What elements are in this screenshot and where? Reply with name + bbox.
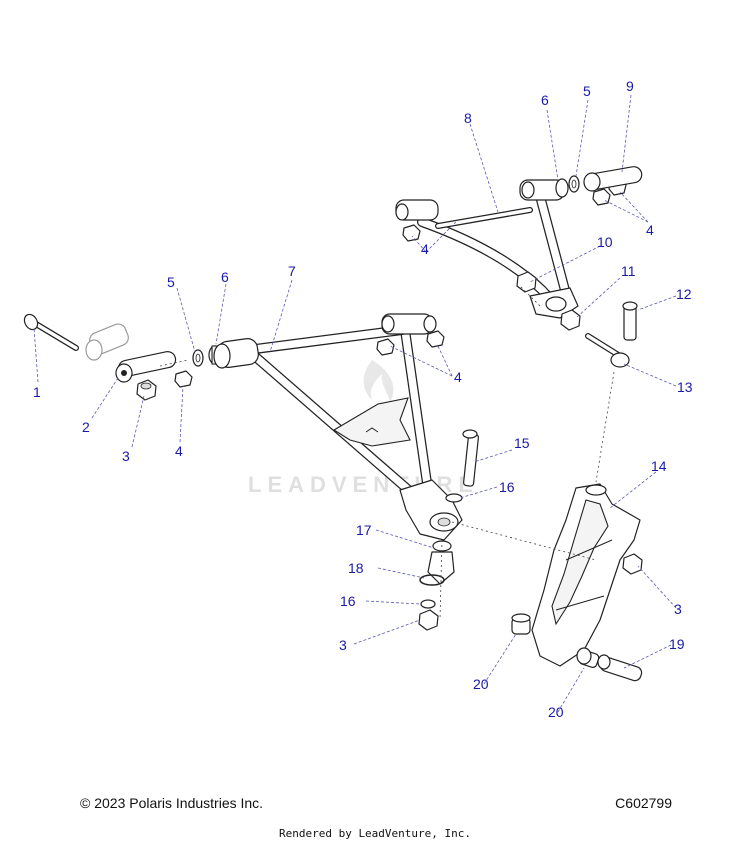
callout-4-upper-right: 4 [646, 222, 654, 238]
part-2-pivot-shaft [115, 351, 177, 383]
callout-15: 15 [514, 435, 530, 451]
rendered-by-text: Rendered by LeadVenture, Inc. [278, 827, 472, 840]
part-4-cap-left [174, 370, 193, 388]
part-18-snap-ring [419, 574, 445, 586]
part-17-ball-joint [427, 540, 455, 585]
callout-3-lower: 3 [339, 637, 347, 653]
part-9-pivot-shaft-upper [583, 166, 643, 192]
part-3-nut-left [136, 379, 157, 401]
callout-3: 3 [122, 448, 130, 464]
callout-2: 2 [82, 419, 90, 435]
part-20-bushing-right [576, 647, 600, 668]
callout-7: 7 [288, 263, 296, 279]
callout-labels: 1 2 3 4 5 6 7 4 8 6 5 9 4 4 10 11 12 13 … [33, 78, 693, 720]
callout-3-spindle: 3 [674, 601, 682, 617]
callout-19: 19 [669, 636, 685, 652]
part-3-nut-spindle [622, 553, 643, 575]
callout-1: 1 [33, 384, 41, 400]
callout-8: 8 [464, 110, 472, 126]
part-3-nut-lower [418, 609, 439, 631]
part-1-bolt [23, 313, 79, 351]
part-6-bushing-upper [555, 178, 569, 198]
callout-4: 4 [175, 443, 183, 459]
callout-6: 6 [221, 269, 229, 285]
callout-20-left: 20 [473, 676, 489, 692]
callout-12: 12 [676, 286, 692, 302]
part-19-pin [597, 654, 643, 682]
callout-11: 11 [621, 263, 636, 279]
part-12-bolt [622, 301, 638, 341]
callout-4-lower-rear: 4 [454, 369, 462, 385]
part-5-washer-upper [568, 175, 580, 193]
part-faded-bushing [85, 323, 129, 361]
part-20-bushing-left [511, 613, 531, 635]
callout-17: 17 [356, 522, 372, 538]
diagram-code: C602799 [615, 795, 672, 811]
callout-20-right: 20 [548, 704, 564, 720]
part-5-washer-left [192, 349, 204, 367]
callout-5-upper: 5 [583, 83, 591, 99]
callout-4-upper-left: 4 [421, 241, 429, 257]
part-7-lower-a-arm [213, 313, 463, 541]
part-4-cap-upper-left [402, 224, 421, 242]
callout-6-upper: 6 [541, 92, 549, 108]
part-15-bolt [462, 429, 479, 487]
callout-16-upper: 16 [499, 479, 515, 495]
part-11-nut [560, 309, 581, 331]
callout-9: 9 [626, 78, 634, 94]
part-16-washer-upper [445, 493, 463, 503]
callout-14: 14 [651, 458, 667, 474]
part-16-washer-lower [420, 599, 436, 609]
part-14-spindle [531, 483, 641, 667]
part-10-nut [516, 271, 537, 293]
part-4-cap-lower-rear-1 [376, 338, 395, 356]
part-4-cap-lower-rear-2 [426, 330, 445, 348]
callout-5: 5 [167, 274, 175, 290]
copyright-text: © 2023 Polaris Industries Inc. [80, 795, 264, 811]
callout-18: 18 [348, 560, 364, 576]
part-13-tie-rod-end [585, 333, 630, 368]
part-4-cap-upper-right-1 [592, 188, 611, 206]
leader-lines [33, 94, 677, 713]
callout-16-lower: 16 [340, 593, 356, 609]
assembly-lines [159, 285, 615, 621]
callout-10: 10 [597, 234, 613, 250]
callout-13: 13 [677, 379, 693, 395]
